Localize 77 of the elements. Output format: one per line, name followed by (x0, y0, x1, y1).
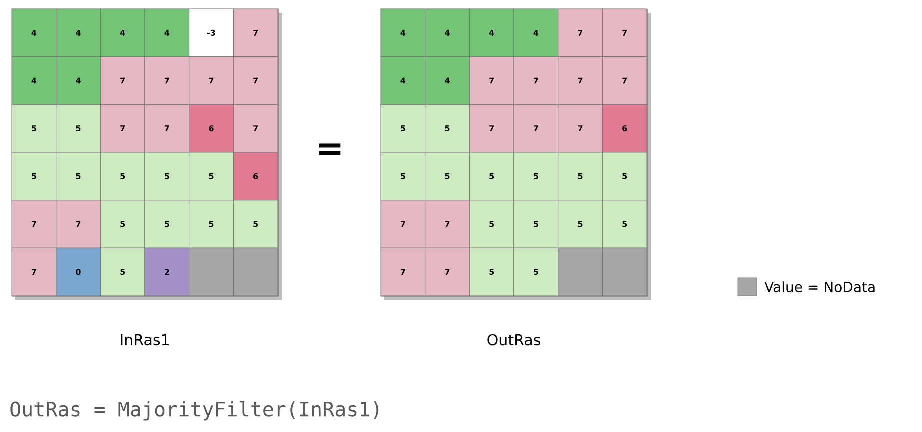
raster-cell: 5 (189, 200, 234, 248)
raster-cell: 7 (514, 56, 559, 105)
raster-cell: 5 (425, 104, 470, 153)
nodata-cell (558, 248, 603, 296)
raster-cell: 5 (469, 200, 514, 248)
equals-sign: = (319, 144, 341, 156)
raster-cell: 5 (144, 200, 190, 248)
raster-cell: 5 (558, 200, 603, 248)
raster-cell: 4 (100, 8, 146, 58)
raster-cell: 7 (12, 248, 57, 296)
raster-cell: 4 (514, 8, 559, 58)
raster-cell: 5 (100, 152, 146, 201)
raster-cell: 4 (425, 56, 470, 105)
raster-cell: 5 (514, 152, 559, 201)
raster-cell: 7 (558, 8, 603, 58)
raster-cell: 6 (233, 152, 278, 201)
raster-cell: 4 (56, 8, 101, 58)
raster-cell: 5 (514, 248, 559, 296)
raster-cell: 6 (602, 104, 648, 153)
raster-cell: 7 (100, 104, 146, 153)
raster-cell: 7 (233, 104, 278, 153)
raster-cell: 7 (380, 200, 426, 248)
raster-cell: 7 (144, 104, 190, 153)
raster-cell: 7 (469, 104, 514, 153)
nodata-cell (189, 248, 234, 296)
legend-text: Value = NoData (764, 282, 875, 292)
raster-cell: 7 (558, 56, 603, 105)
raster-cell: 5 (380, 104, 426, 153)
raster-cell: 5 (100, 200, 146, 248)
raster-cell: 7 (56, 200, 101, 248)
raster-cell: 5 (56, 104, 101, 153)
raster-cell: 5 (144, 152, 190, 201)
raster-cell: 7 (602, 8, 648, 58)
raster-cell: 7 (602, 56, 648, 105)
raster-cell: 4 (425, 8, 470, 58)
raster-cell: 5 (100, 248, 146, 296)
raster-cell: 7 (12, 200, 57, 248)
raster-cell: 4 (56, 56, 101, 105)
raster-cell: 5 (12, 152, 57, 201)
raster-cell: 4 (469, 8, 514, 58)
raster-cell: 5 (380, 152, 426, 201)
raster-cell: 7 (233, 8, 278, 58)
raster-cell: 5 (469, 248, 514, 296)
raster-cell: 7 (558, 104, 603, 153)
raster-cell: 4 (144, 8, 190, 58)
nodata-cell (602, 248, 648, 296)
raster-cell: 5 (602, 200, 648, 248)
raster-cell: 5 (602, 152, 648, 201)
raster-cell: 4 (12, 56, 57, 105)
raster-cell: 4 (12, 8, 57, 58)
raster-cell: 7 (100, 56, 146, 105)
raster-cell: 5 (558, 152, 603, 201)
raster-cell: 7 (469, 56, 514, 105)
raster-cell: 5 (514, 200, 559, 248)
raster-cell: 2 (144, 248, 190, 296)
raster-cell: 7 (144, 56, 190, 105)
raster-cell: 5 (469, 152, 514, 201)
raster-cell: 5 (233, 200, 278, 248)
formula-text: OutRas = MajorityFilter(InRas1) (10, 401, 379, 421)
raster-cell: -3 (189, 8, 234, 58)
raster-cell: 5 (425, 152, 470, 201)
raster-cell: 7 (514, 104, 559, 153)
raster-cell: 4 (380, 56, 426, 105)
raster-cell: 7 (380, 248, 426, 296)
raster-cell: 6 (189, 104, 234, 153)
raster-cell: 0 (56, 248, 101, 296)
raster-cell: 7 (233, 56, 278, 105)
raster-cell: 5 (189, 152, 234, 201)
grid-caption: OutRas (488, 334, 540, 346)
raster-cell: 5 (12, 104, 57, 153)
nodata-cell (233, 248, 278, 296)
grid-caption: InRas1 (121, 334, 169, 346)
raster-cell: 4 (380, 8, 426, 58)
raster-cell: 7 (425, 200, 470, 248)
raster-cell: 5 (56, 152, 101, 201)
raster-cell: 7 (189, 56, 234, 105)
raster-cell: 7 (425, 248, 470, 296)
